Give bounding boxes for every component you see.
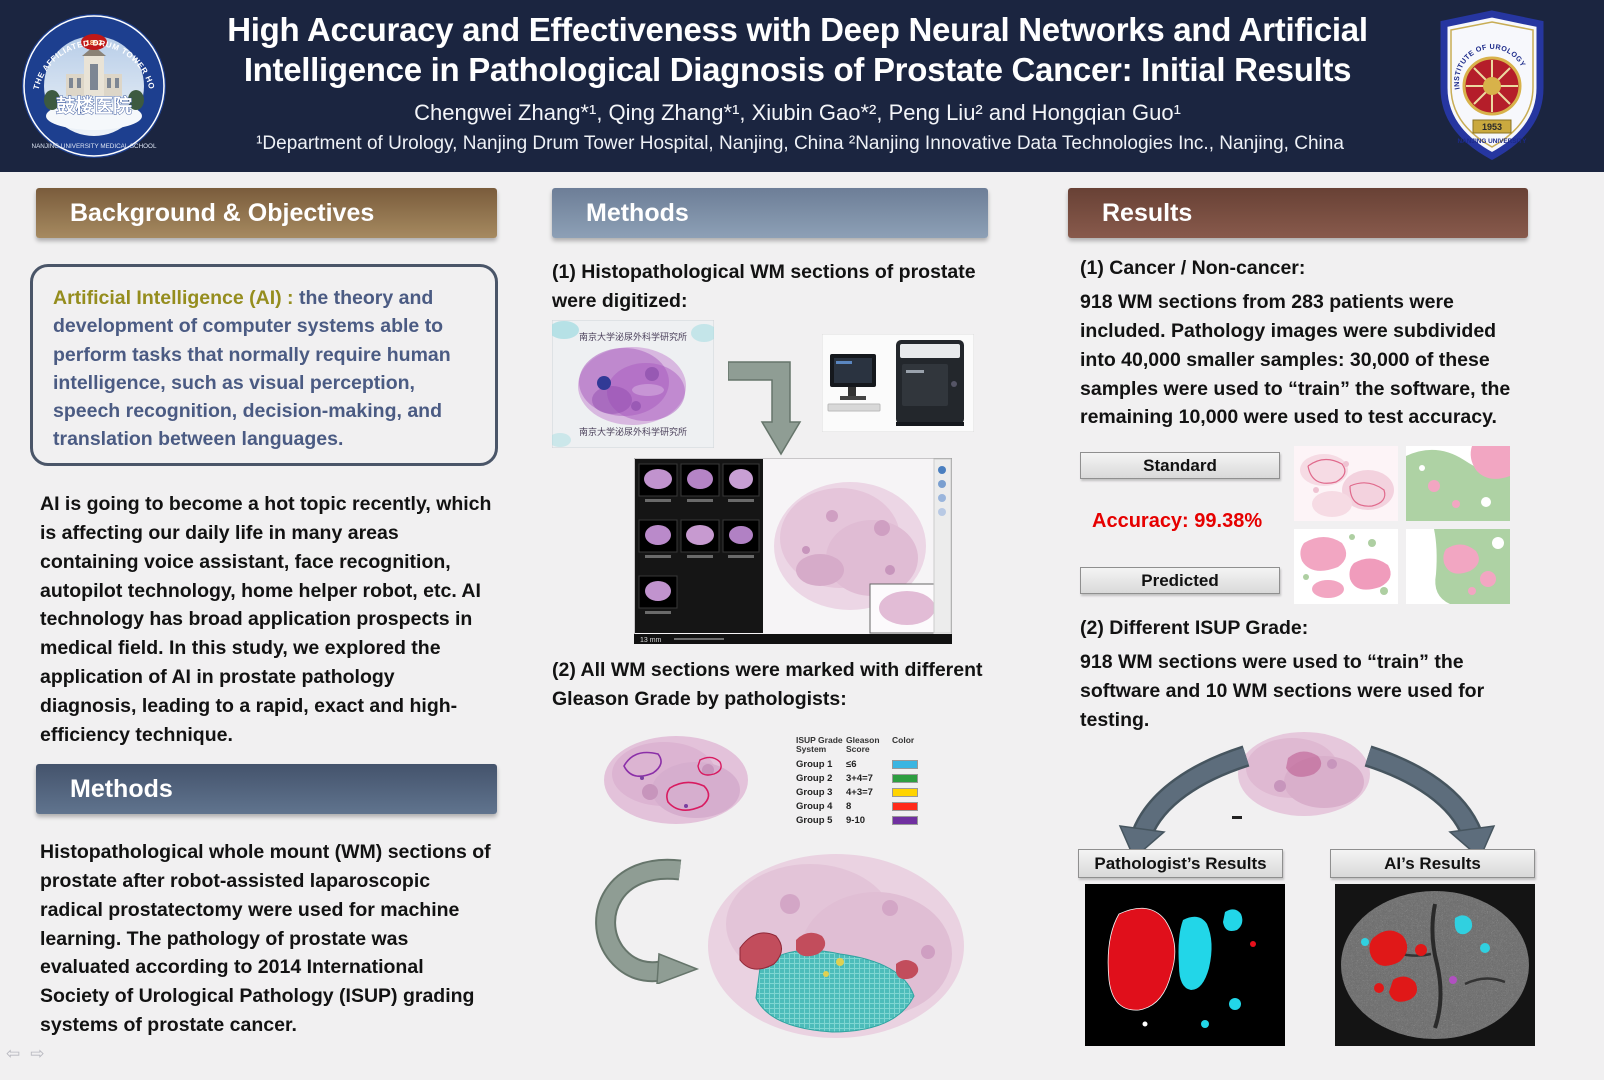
standard-label-text: Standard (1143, 455, 1217, 475)
section-results: Results (1068, 188, 1528, 238)
section-methods-middle: Methods (552, 188, 988, 238)
svg-text:鼓楼医院: 鼓楼医院 (56, 94, 132, 117)
predicted-histology-tile (1294, 529, 1398, 604)
branch-arrows-icon (1078, 738, 1522, 858)
section-methods-left: Methods (36, 764, 497, 814)
legend-color-swatch (892, 760, 918, 770)
standard-label: Standard (1080, 452, 1280, 479)
section-background-objectives: Background & Objectives (36, 188, 497, 238)
ai-results-label: AI’s Results (1330, 849, 1535, 878)
legend-row: Group 4 8 (796, 800, 934, 814)
ai-result-image (1335, 884, 1535, 1046)
svg-text:1892: 1892 (86, 38, 103, 47)
svg-text:南京大学泌尿外科学研究所: 南京大学泌尿外科学研究所 (579, 331, 687, 342)
result2-body: 918 WM sections were used to “train” the… (1080, 651, 1485, 731)
poster-affiliations: ¹Department of Urology, Nanjing Drum Tow… (256, 133, 1344, 154)
section-title: Methods (586, 198, 689, 227)
step2-text: (2) All WM sections were marked with dif… (552, 659, 983, 710)
legend-cell: Group 3 (796, 787, 833, 799)
section-title: Background & Objectives (70, 198, 375, 227)
section-title: Methods (70, 774, 173, 803)
svg-text:1953: 1953 (1482, 122, 1502, 132)
result1-title: (1) Cancer / Non-cancer: (1080, 257, 1306, 279)
legend-row: Group 5 9-10 (796, 814, 934, 828)
legend-cell: ≤6 (846, 759, 857, 771)
legend-cell: 3+4=7 (846, 773, 873, 785)
legend-cell: Group 5 (796, 815, 833, 827)
ai-definition-box: Artificial Intelligence (AI) : the theor… (30, 264, 498, 466)
legend-header-cell: Gleason Score (846, 735, 880, 755)
marked-slide-image (590, 726, 762, 834)
pathologist-label-text: Pathologist’s Results (1094, 853, 1267, 873)
legend-row: Group 2 3+4=7 (796, 772, 934, 786)
predicted-label-text: Predicted (1141, 570, 1219, 590)
poster-title: High Accuracy and Effectiveness with Dee… (227, 11, 1368, 89)
predicted-label: Predicted (1080, 567, 1280, 594)
gleason-legend-header: ISUP Grade System Gleason Score Color (796, 735, 934, 758)
section-title: Results (1102, 198, 1193, 227)
arrow-down-icon (728, 352, 818, 462)
standard-histology-tile (1294, 446, 1398, 521)
legend-cell: 4+3=7 (846, 787, 873, 799)
methods-paragraph: Histopathological whole mount (WM) secti… (40, 841, 491, 1037)
step1-text: (1) Histopathological WM sections of pro… (552, 261, 976, 312)
gleason-legend: ISUP Grade System Gleason Score Color Gr… (796, 735, 934, 828)
legend-cell: Group 1 (796, 759, 833, 771)
nav-forward-icon[interactable]: ⇨ (30, 1044, 45, 1063)
legend-color-swatch (892, 774, 918, 784)
ai-definition-highlight: Artificial Intelligence (AI) : (53, 287, 299, 309)
legend-header-cell: ISUP Grade System (796, 735, 843, 755)
ai-label-text: AI’s Results (1384, 853, 1481, 873)
segmentation-grid (1294, 446, 1510, 604)
scanner-software-screenshot: 13 mm (634, 458, 952, 644)
result2-title: (2) Different ISUP Grade: (1080, 617, 1309, 639)
stained-slide-image: 南京大学泌尿外科学研究所 南京大学泌尿外科学研究所 (552, 320, 714, 448)
wm-section-image (1228, 724, 1380, 826)
legend-color-swatch (892, 802, 918, 812)
predicted-mask-tile (1406, 529, 1510, 604)
ai-definition-body: the theory and development of computer s… (53, 287, 451, 451)
pathologist-result-image (1085, 884, 1285, 1046)
svg-text:NANJING UNIVERSITY: NANJING UNIVERSITY (1458, 138, 1528, 145)
accuracy-text: Accuracy: 99.38% (1092, 510, 1263, 532)
intro-paragraph: AI is going to become a hot topic recent… (40, 493, 492, 746)
result1-body: 918 WM sections from 283 patients were i… (1080, 291, 1511, 429)
svg-text:13 mm: 13 mm (640, 637, 662, 644)
legend-cell: 9-10 (846, 815, 866, 827)
legend-row: Group 3 4+3=7 (796, 786, 934, 800)
standard-mask-tile (1406, 446, 1510, 521)
svg-text:南京大学泌尿外科学研究所: 南京大学泌尿外科学研究所 (579, 426, 687, 437)
pathologist-results-label: Pathologist’s Results (1078, 849, 1283, 878)
hospital-logo: 1892 THE AFFILIATED DRUM TOWER HOSPITAL … (17, 5, 168, 160)
nav-icons: ⇦ ⇨ (6, 1044, 45, 1064)
annotated-section-image (700, 844, 968, 1048)
legend-cell: Group 4 (796, 801, 833, 813)
institute-logo: INSTITUTE OF UROLOGY 1953 NANJING UNIVER… (1434, 10, 1550, 162)
legend-color-swatch (892, 816, 918, 826)
legend-cell: Group 2 (796, 773, 833, 785)
legend-color-swatch (892, 788, 918, 798)
scanner-image (822, 334, 974, 432)
legend-header-cell: Color (892, 735, 915, 745)
poster-authors: Chengwei Zhang*¹, Qing Zhang*¹, Xiubin G… (414, 100, 1181, 125)
legend-cell: 8 (846, 801, 852, 813)
header: 1892 THE AFFILIATED DRUM TOWER HOSPITAL … (0, 0, 1604, 172)
nav-back-icon[interactable]: ⇦ (6, 1044, 21, 1063)
svg-text:NANJING UNIVERSITY MEDICAL SCH: NANJING UNIVERSITY MEDICAL SCHOOL (32, 143, 157, 150)
legend-row: Group 1 ≤6 (796, 758, 934, 772)
curved-arrow-icon (585, 856, 700, 984)
